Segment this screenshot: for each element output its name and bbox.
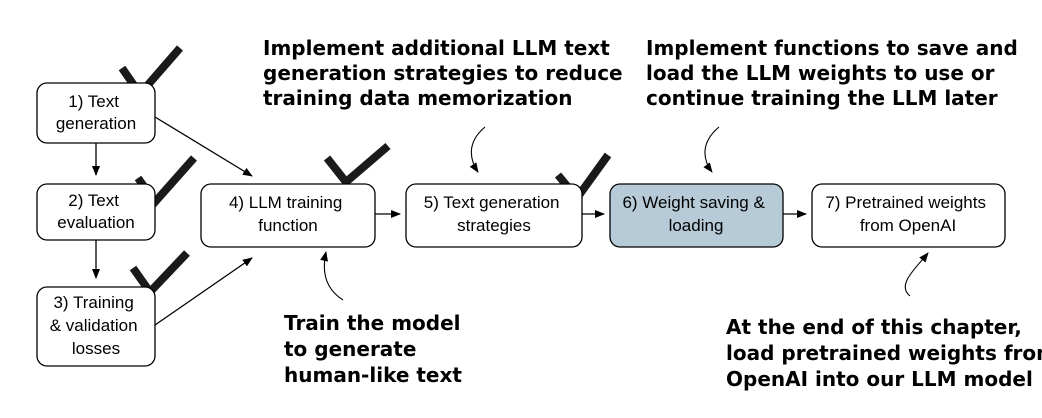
step3-line3: losses xyxy=(72,339,120,358)
arrow-3-to-4 xyxy=(154,257,253,326)
svg-text:2) Text evaluation: 2) Text evaluation xyxy=(57,191,135,232)
annotation-pretrained-line1: At the end of this chapter, xyxy=(726,315,1022,339)
step2-line2: evaluation xyxy=(57,213,135,232)
arrow-1-to-4 xyxy=(154,116,253,177)
svg-text:6) Weight saving & loadi: 6) Weight saving & loading xyxy=(622,193,769,235)
annotation-saving-line1: Implement functions to save and xyxy=(646,36,1018,60)
step6-line2: loading xyxy=(669,216,724,235)
annotation-strategies-line3: training data memorization xyxy=(263,86,572,110)
svg-text:4) LLM training function: 4) LLM training function xyxy=(229,193,347,235)
annotation-pretrained-line2: load pretrained weights from xyxy=(726,341,1042,365)
callout-arrow-training xyxy=(320,251,344,301)
annotation-training-line1: Train the model xyxy=(284,311,461,335)
step2-line1: 2) Text xyxy=(68,191,119,210)
step5-line2: strategies xyxy=(457,216,531,235)
callout-arrow-saving xyxy=(703,126,720,173)
annotation-saving-line2: load the LLM weights to use or xyxy=(646,61,995,85)
step4-line2: function xyxy=(258,216,318,235)
annotation-saving: Implement functions to save and load the… xyxy=(646,36,1025,110)
callout-arrow-pretrained xyxy=(904,252,929,297)
step6-line1: 6) Weight saving & xyxy=(622,193,765,212)
annotation-saving-line3: continue training the LLM later xyxy=(646,86,998,110)
svg-text:3) Training & validation: 3) Training & validation losses xyxy=(50,293,143,358)
svg-text:7) Pretrained weights fr: 7) Pretrained weights from OpenAI xyxy=(825,193,990,235)
svg-text:1) Text generation: 1) Text generation xyxy=(56,92,136,133)
step-box-5: 5) Text generation strategies xyxy=(405,183,583,248)
step-box-1: 1) Text generation xyxy=(36,82,156,144)
step-box-4: 4) LLM training function xyxy=(200,183,376,248)
step-box-3: 3) Training & validation losses xyxy=(36,286,156,367)
step4-line1: 4) LLM training xyxy=(229,193,342,212)
step3-line1: 3) Training xyxy=(53,293,133,312)
svg-text:5) Text generation strat: 5) Text generation strategies xyxy=(424,193,565,235)
annotation-pretrained: At the end of this chapter, load pretrai… xyxy=(726,315,1042,391)
step7-line2: from OpenAI xyxy=(860,216,956,235)
step7-line1: 7) Pretrained weights xyxy=(825,193,986,212)
step-box-7: 7) Pretrained weights from OpenAI xyxy=(811,183,1006,248)
annotation-training-line2: to generate xyxy=(284,337,416,361)
step-box-2: 2) Text evaluation xyxy=(36,183,156,241)
annotation-strategies-line2: generation strategies to reduce xyxy=(263,61,623,85)
annotation-pretrained-line3: OpenAI into our LLM model xyxy=(726,367,1033,391)
callout-arrow-strategies xyxy=(469,126,486,173)
annotation-training: Train the model to generate human-like t… xyxy=(284,311,467,387)
step1-line1: 1) Text xyxy=(68,92,119,111)
annotation-strategies: Implement additional LLM text generation… xyxy=(263,36,630,110)
step1-line2: generation xyxy=(56,114,136,133)
checkmark-icon-step3 xyxy=(129,250,190,299)
step5-line1: 5) Text generation xyxy=(424,193,560,212)
annotation-training-line3: human-like text xyxy=(284,363,462,387)
step-box-6-highlighted: 6) Weight saving & loading xyxy=(609,183,784,248)
checkmark-icon-step4 xyxy=(323,142,391,188)
annotation-strategies-line1: Implement additional LLM text xyxy=(263,36,610,60)
step3-line2: & validation xyxy=(50,316,138,335)
